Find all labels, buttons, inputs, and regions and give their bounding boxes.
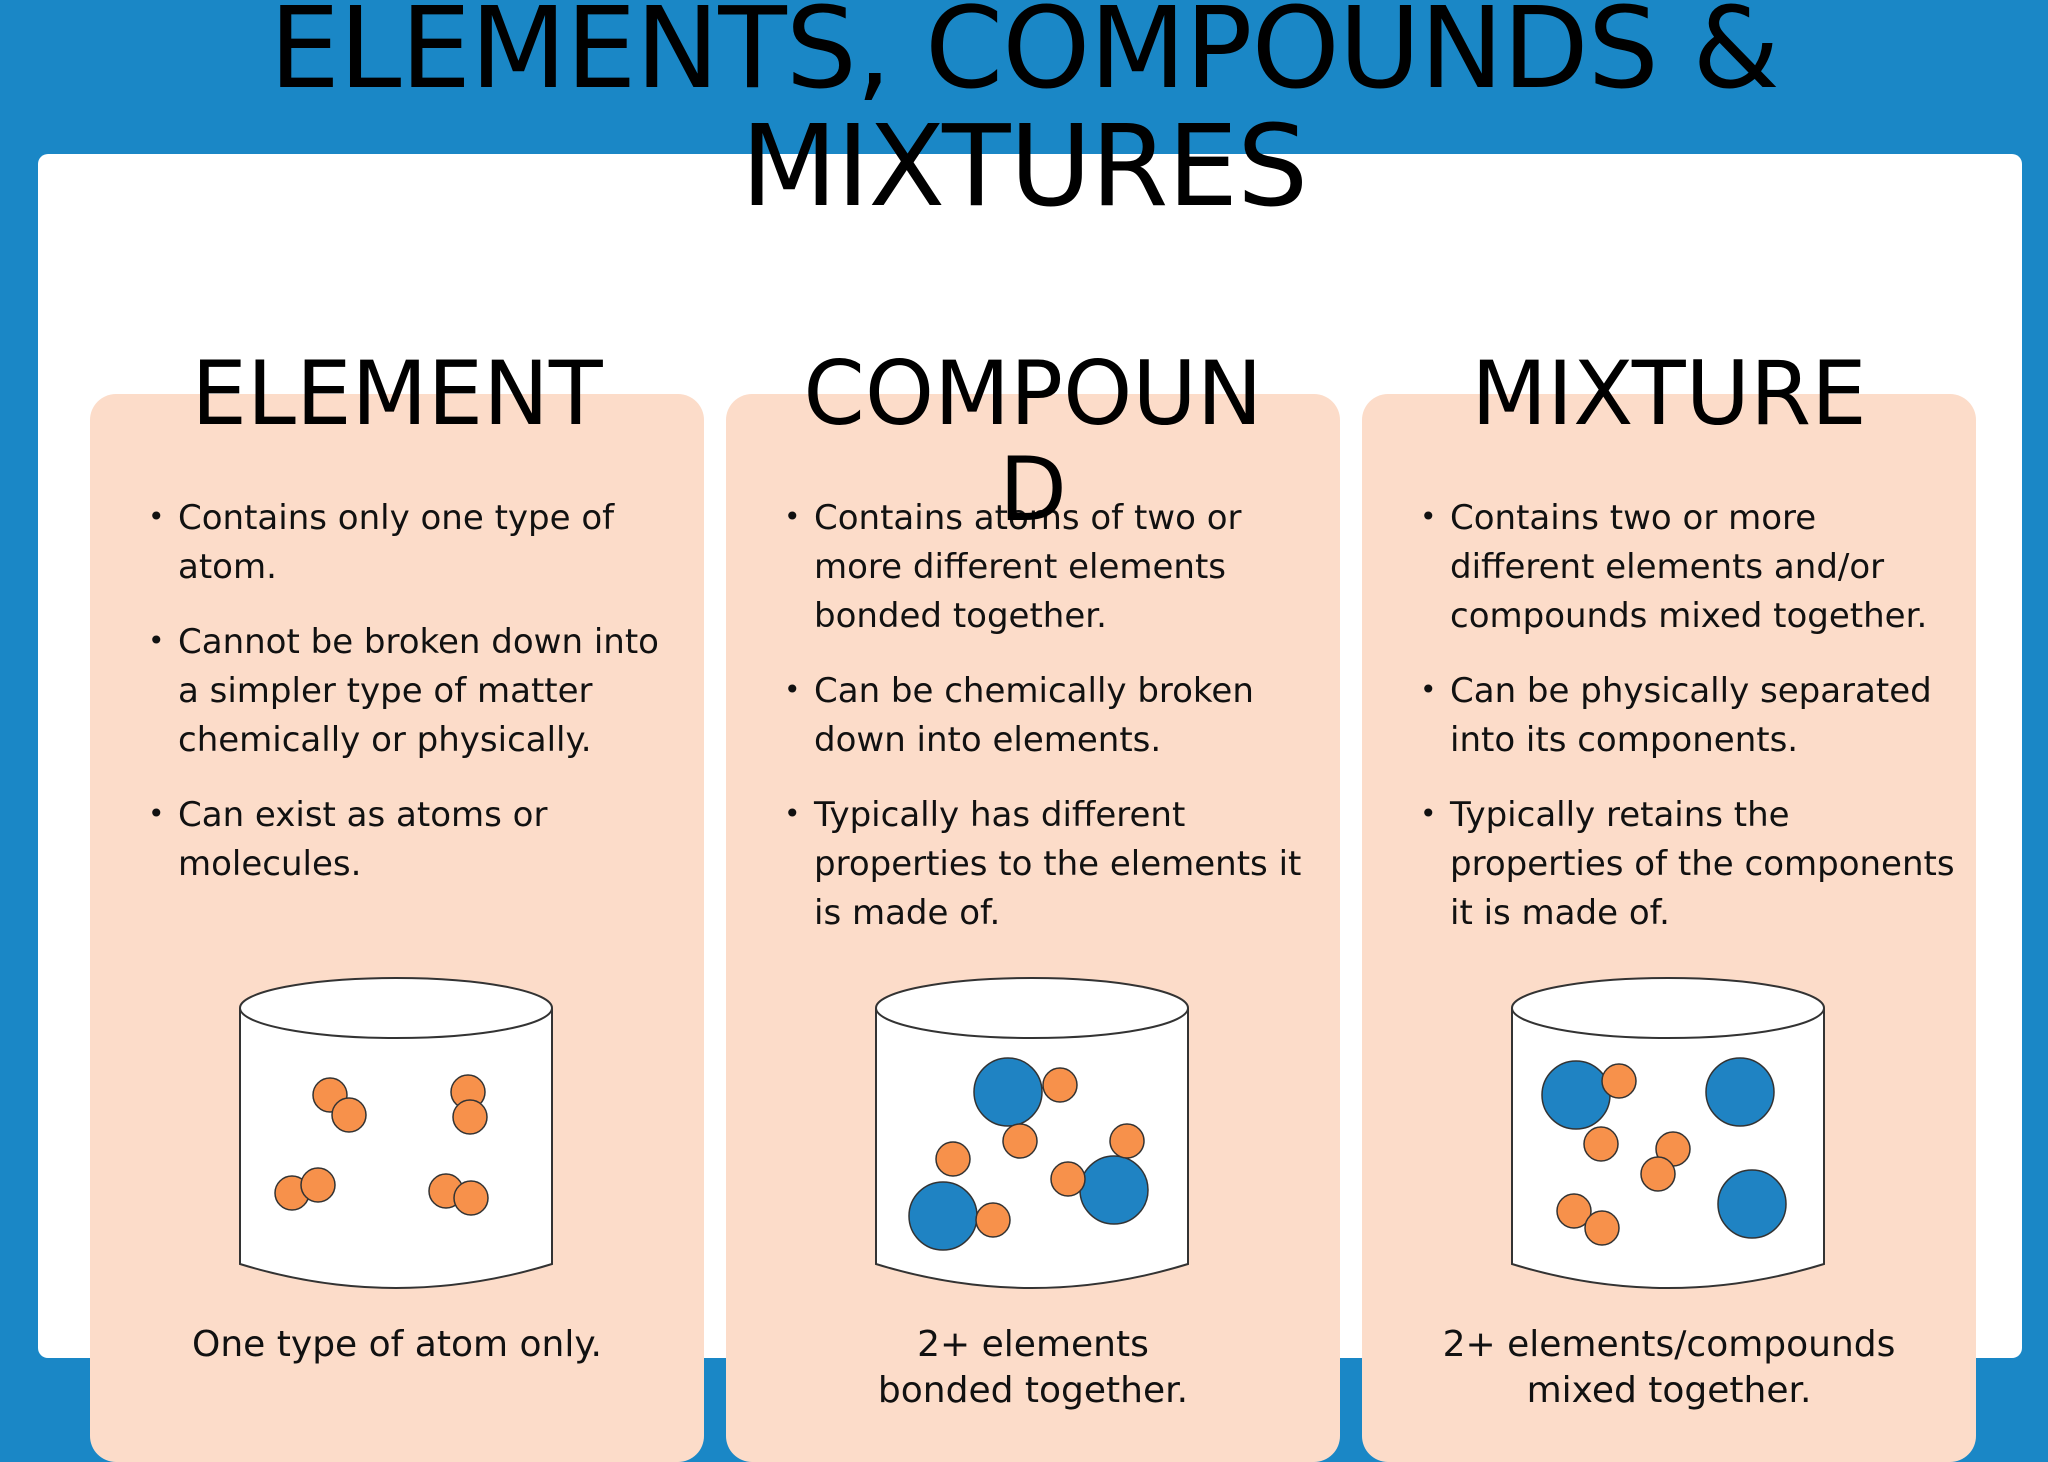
card-element: ELEMENT Contains only one type of atom. …	[90, 346, 704, 1462]
blue-atom	[1717, 1169, 1787, 1239]
card-heading-line-1: ELEMENT	[191, 342, 603, 445]
bullet-item: Contains two or more different elements …	[1420, 492, 1960, 641]
blue-atom	[908, 1181, 978, 1251]
caption-line-2: mixed together.	[1526, 1370, 1812, 1411]
card-caption: One type of atom only.	[90, 1322, 704, 1368]
content-panel: ELEMENT Contains only one type of atom. …	[38, 154, 2022, 1462]
orange-atom	[1042, 1067, 1078, 1103]
card-heading: COMPOUN D	[726, 346, 1340, 538]
bullet-list: Contains only one type of atom. Cannot b…	[148, 492, 688, 915]
blue-atom	[1705, 1057, 1775, 1127]
orange-atom	[453, 1180, 489, 1216]
orange-atom	[1050, 1161, 1086, 1197]
card-heading-line-1: MIXTURE	[1471, 342, 1867, 445]
orange-atom	[1640, 1156, 1676, 1192]
card-heading-line-1: COMPOUN	[803, 342, 1263, 445]
beaker-mixture-illustration	[1511, 977, 1825, 1289]
card-caption: 2+ elements/compounds mixed together.	[1362, 1322, 1976, 1414]
bullet-list: Contains two or more different elements …	[1420, 492, 1960, 964]
orange-atom	[1109, 1123, 1145, 1159]
card-heading: MIXTURE	[1362, 346, 1976, 442]
orange-atom	[331, 1097, 367, 1133]
bullet-item: Typically retains the properties of the …	[1420, 789, 1960, 938]
page-title: ELEMENTS, COMPOUNDS & MIXTURES	[0, 0, 2048, 226]
card-heading: ELEMENT	[90, 346, 704, 442]
orange-atom	[1601, 1063, 1637, 1099]
beaker-compound-illustration	[875, 977, 1189, 1289]
orange-atom	[1002, 1123, 1038, 1159]
caption-line-1: 2+ elements/compounds	[1442, 1324, 1896, 1365]
page-title-line-1: ELEMENTS, COMPOUNDS &	[269, 0, 1780, 114]
orange-atom	[452, 1099, 488, 1135]
caption-line-2: bonded together.	[877, 1370, 1189, 1411]
bullet-item: Cannot be broken down into a simpler typ…	[148, 616, 688, 765]
orange-atom	[1556, 1193, 1592, 1229]
orange-atom	[1584, 1210, 1620, 1246]
blue-atom	[973, 1057, 1043, 1127]
bullet-item: Can exist as atoms or molecules.	[148, 789, 688, 889]
card-heading-line-2: D	[999, 438, 1067, 541]
orange-atom	[935, 1141, 971, 1177]
orange-atom	[300, 1167, 336, 1203]
blue-atom	[1541, 1060, 1611, 1130]
orange-atom	[1583, 1126, 1619, 1162]
card-caption: 2+ elements bonded together.	[726, 1322, 1340, 1414]
bullet-item: Contains only one type of atom.	[148, 492, 688, 592]
card-mixture: MIXTURE Contains two or more different e…	[1362, 346, 1976, 1462]
orange-atom	[975, 1202, 1011, 1238]
beaker-element-illustration	[239, 977, 553, 1289]
bullet-list: Contains atoms of two or more different …	[784, 492, 1324, 964]
bullet-item: Typically has different properties to th…	[784, 789, 1324, 938]
card-compound: COMPOUN D Contains atoms of two or more …	[726, 346, 1340, 1462]
bullet-item: Can be physically separated into its com…	[1420, 665, 1960, 765]
bullet-item: Contains atoms of two or more different …	[784, 492, 1324, 641]
caption-line-1: One type of atom only.	[192, 1324, 602, 1365]
page-title-line-2: MIXTURES	[740, 102, 1309, 232]
blue-atom	[1079, 1155, 1149, 1225]
bullet-item: Can be chemically broken down into eleme…	[784, 665, 1324, 765]
caption-line-1: 2+ elements	[917, 1324, 1149, 1365]
